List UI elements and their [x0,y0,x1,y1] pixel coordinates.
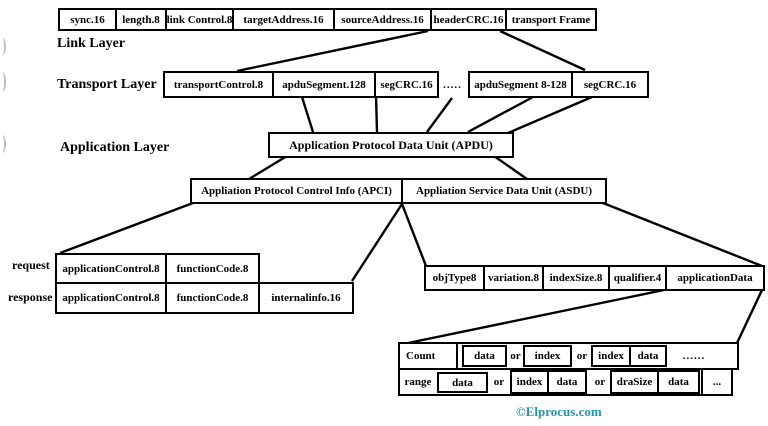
response-application-control: applicationControl.8 [55,282,167,314]
count-label: Count [406,350,436,362]
range-cell-data-2: data [547,370,587,394]
range-or-1: or [493,376,505,388]
count-or-2: or [576,350,588,362]
left-edge-artifact [0,38,6,55]
range-cell-dra-size: draSize [610,370,659,394]
transport-field-apdu-segment: apduSegment.128 [272,71,376,98]
count-cell-data-1: data [462,345,507,367]
asdu-field-application-data: applicationData [665,265,765,291]
range-cell-index: index [510,370,549,394]
link-layer-label: Link Layer [57,36,126,51]
link-field-target-address: targetAddress.16 [232,8,335,31]
request-application-control: applicationControl.8 [55,253,167,284]
response-internal-info: internalinfo.16 [258,282,354,314]
elprocus-credit: ©Elprocus.com [516,404,602,419]
count-cell-data-2: data [629,345,667,367]
apdu-box: Application Protocol Data Unit (APDU) [268,132,514,158]
range-cell-data-3: data [657,370,700,394]
transport-field-control: transportControl.8 [163,71,274,98]
count-cell-index-2: index [591,345,631,367]
asdu-field-variation: variation.8 [483,265,544,291]
range-cell-data-1: data [437,372,488,393]
link-field-length: length.8 [115,8,167,31]
count-dots: ...... [682,350,706,362]
application-layer-label: Application Layer [60,140,170,155]
count-cell-index-1: index [523,345,572,367]
count-or-1: or [510,350,521,362]
response-function-code: functionCode.8 [165,282,260,314]
left-edge-artifact [0,135,6,153]
response-label: response [8,290,53,304]
asdu-field-qualifier: qualifier.4 [608,265,667,291]
request-function-code: functionCode.8 [165,253,260,284]
asdu-box: Appliation Service Data Unit (ASDU) [401,178,607,204]
range-or-2: or [594,376,606,388]
transport-field-seg-crc: segCRC.16 [374,71,439,98]
link-field-sync: sync.16 [58,8,117,31]
range-label: range [404,376,432,388]
link-field-transport-frame: transport Frame [505,8,597,31]
link-field-header-crc: headerCRC.16 [430,8,507,31]
left-edge-artifact [0,72,6,92]
asdu-field-obj-type: objType8 [424,265,485,291]
link-field-link-control: link Control.8 [165,8,234,31]
transport-layer-label: Transport Layer [57,77,157,92]
asdu-field-index-size: indexSize.8 [542,265,610,291]
count-divider [456,344,458,368]
link-field-source-address: sourceAddress.16 [333,8,432,31]
apci-box: Appliation Protocol Control Info (APCI) [190,178,403,204]
transport-ellipsis: ..... [443,78,462,91]
range-dots: ... [712,376,722,388]
transport-field-seg-crc-n: segCRC.16 [571,71,649,98]
request-label: request [12,258,50,272]
range-divider [701,370,703,394]
transport-field-apdu-segment-n: apduSegment 8-128 [468,71,573,98]
